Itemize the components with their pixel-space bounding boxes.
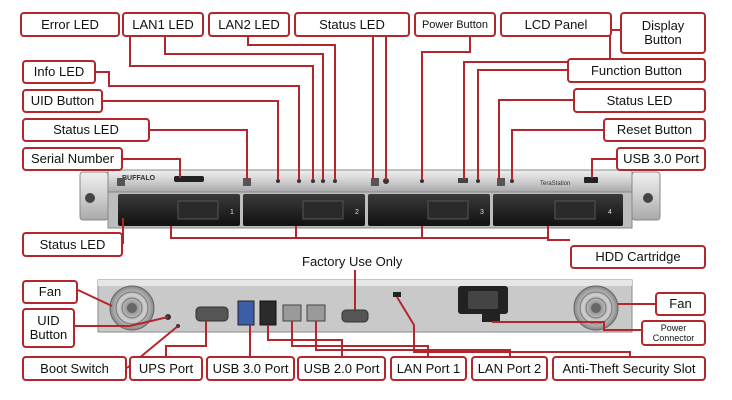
serial-number-sticker xyxy=(174,176,204,182)
leader-lines xyxy=(75,29,655,369)
rack-screw-icon xyxy=(643,193,653,203)
rear-body xyxy=(97,279,633,333)
brand-logo: BUFFALO xyxy=(122,175,156,182)
usb30-port-front[interactable] xyxy=(584,177,598,183)
label-uid-button-rear: UID Button xyxy=(22,308,75,348)
label-usb30-port-rear: USB 3.0 Port xyxy=(206,356,295,381)
factory-use-port xyxy=(341,309,369,323)
label-anti-theft-slot: Anti-Theft Security Slot xyxy=(552,356,706,381)
front-panel: BUFFALO TeraStation 1 2 xyxy=(79,169,661,229)
status-led-bay2 xyxy=(243,178,251,186)
label-status-led-top: Status LED xyxy=(294,12,410,37)
display-button[interactable] xyxy=(458,178,468,183)
label-hdd-cartridge: HDD Cartridge xyxy=(570,245,706,269)
label-power-button: Power Button xyxy=(414,12,496,37)
anti-theft-slot[interactable] xyxy=(393,292,401,297)
rack-screw-icon xyxy=(85,193,95,203)
label-info-led: Info LED xyxy=(22,60,96,84)
lan-port-2[interactable] xyxy=(306,304,326,322)
bay-number: 1 xyxy=(230,209,234,216)
label-uid-button-front: UID Button xyxy=(22,89,103,113)
model-name: TeraStation xyxy=(540,181,570,187)
drive-bay[interactable]: 3 xyxy=(368,194,490,226)
rear-panel xyxy=(97,279,633,333)
status-led-bay1 xyxy=(117,178,125,186)
label-error-led: Error LED xyxy=(20,12,120,37)
status-led-bay3 xyxy=(371,178,379,186)
bay-number: 2 xyxy=(355,209,359,216)
label-lan1-led: LAN1 LED xyxy=(122,12,204,37)
power-button[interactable] xyxy=(383,178,389,184)
label-usb20-port: USB 2.0 Port xyxy=(297,356,386,381)
label-status-led-right: Status LED xyxy=(573,88,706,113)
drive-bay[interactable]: 4 xyxy=(493,194,623,226)
label-display-button: Display Button xyxy=(620,12,706,54)
drive-bay[interactable]: 1 xyxy=(118,194,240,226)
label-lan-port-1: LAN Port 1 xyxy=(390,356,467,381)
lan-port-1[interactable] xyxy=(282,304,302,322)
label-lan-port-2: LAN Port 2 xyxy=(471,356,548,381)
fan-left xyxy=(109,285,155,331)
status-led-bay4 xyxy=(497,178,505,186)
bay-number: 3 xyxy=(480,209,484,216)
drive-bay[interactable]: 2 xyxy=(243,194,365,226)
label-status-led-bottom: Status LED xyxy=(22,232,123,257)
fan-right xyxy=(573,285,619,331)
usb20-port[interactable] xyxy=(259,300,277,326)
label-function-button: Function Button xyxy=(567,58,706,83)
label-status-led-left: Status LED xyxy=(22,118,150,142)
label-fan-right: Fan xyxy=(655,292,706,316)
label-fan-left: Fan xyxy=(22,280,78,304)
label-lan2-led: LAN2 LED xyxy=(208,12,290,37)
ups-port[interactable] xyxy=(195,306,229,322)
label-reset-button: Reset Button xyxy=(603,118,706,142)
label-usb30-port-front: USB 3.0 Port xyxy=(616,147,706,171)
label-ups-port: UPS Port xyxy=(129,356,203,381)
label-factory-use-only: Factory Use Only xyxy=(302,254,403,269)
label-lcd-panel: LCD Panel xyxy=(500,12,612,37)
label-power-connector: Power Connector xyxy=(641,320,706,346)
usb30-port-rear[interactable] xyxy=(237,300,255,326)
label-serial-number: Serial Number xyxy=(22,147,123,171)
label-boot-switch: Boot Switch xyxy=(22,356,127,381)
bay-number: 4 xyxy=(608,209,612,216)
